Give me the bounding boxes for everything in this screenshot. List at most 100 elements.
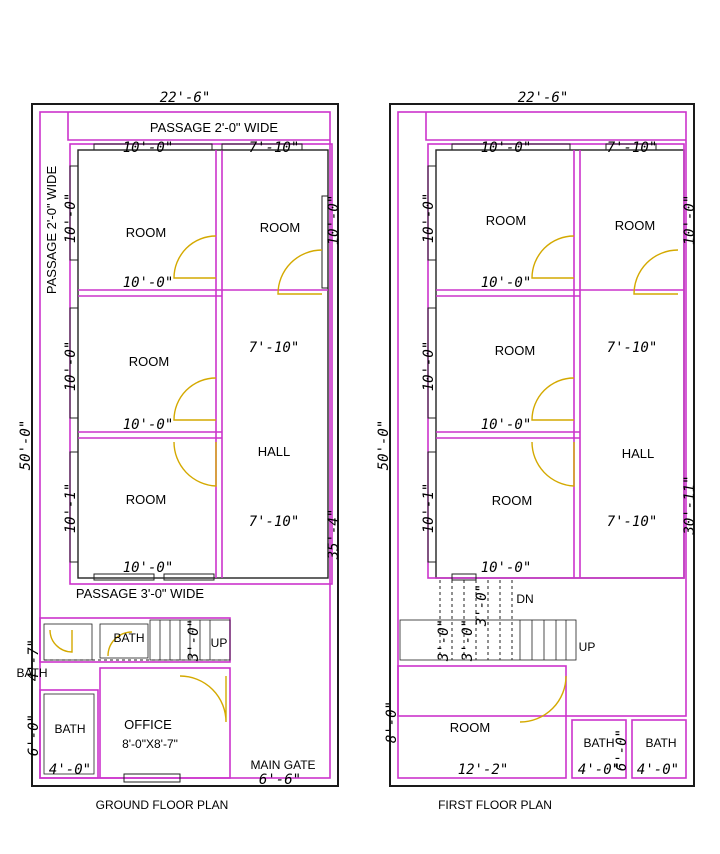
first-floor-title: FIRST FLOOR PLAN [438,798,552,812]
ground-door-room-2 [277,249,323,295]
ground-room-1: ROOM [126,225,166,240]
first-door-room-2 [633,249,679,295]
first-bath-2: BATH [645,736,676,750]
ground-door-room-4 [173,441,217,487]
ground-bath-2: BATH [16,666,47,680]
ground-window-right [321,195,329,289]
ground-passage-top: PASSAGE 2'-0" WIDE [150,120,279,135]
first-window-left-1 [427,165,437,261]
first-up: UP [579,640,596,654]
ground-dim-v4: 10'-0" [326,195,342,246]
ground-window-top-2 [221,143,303,151]
ground-dim-room3-bottom: 10'-0" [123,417,174,433]
first-dim-v4: 10'-0" [682,195,698,246]
ground-floor-plan: 22'-6" 50'-0" PASSAGE 2'-0" WIDE PASSAGE… [16,90,342,812]
first-door-room-3 [531,377,575,421]
ground-bath-3 [43,693,95,775]
ground-dim-v1: 10'-0" [63,193,79,244]
first-window-top-2 [605,143,657,151]
ground-door-room-1 [173,235,217,279]
ground-dim-room4-bottom: 10'-0" [123,560,174,576]
first-dim-hall-2: 7'-10" [607,514,658,530]
ground-room-2: ROOM [260,220,300,235]
ground-depth-dim: 50'-0" [18,420,34,471]
ground-dim-hall-1: 7'-10" [249,340,300,356]
ground-hall: HALL [258,444,291,459]
ground-door-room-3 [173,377,217,421]
first-room-block-wall [427,143,685,579]
ground-bath-3-wall [39,689,99,779]
first-dim-8: 8'-0" [384,701,400,743]
ground-dim-6: 6'-0" [26,714,42,756]
first-room-5: ROOM [450,720,490,735]
first-dim-room4-bottom: 10'-0" [481,560,532,576]
ground-up: UP [211,636,228,650]
first-top-passage-wall [425,112,686,141]
ground-bath-1: BATH [113,631,144,645]
ground-main-gate: MAIN GATE [250,758,315,772]
ground-dim-35: 35'-4" [326,509,342,561]
ground-office-wall [99,667,231,779]
first-door-room-4 [531,441,575,487]
first-bath-2-wall [631,719,687,779]
ground-door-office [179,675,227,723]
first-dim-hall-1: 7'-10" [607,340,658,356]
first-room-2: ROOM [615,218,655,233]
first-room-3: ROOM [495,343,535,358]
ground-door-bath-1 [49,629,73,653]
ground-outer-wall [31,103,339,787]
ground-dim-hall-2: 7'-10" [249,514,300,530]
ground-dim-room1-bottom: 10'-0" [123,275,174,291]
first-dim-12: 12'-2" [458,762,509,778]
ground-width-dim: 22'-6" [160,90,211,106]
first-dim-room3-bottom: 10'-0" [481,417,532,433]
ground-top-passage-wall [67,112,330,141]
ground-bath-2-box [99,623,149,659]
first-dim-room1-bottom: 10'-0" [481,275,532,291]
first-door-lower-room [519,675,567,723]
first-door-room-1 [531,235,575,279]
first-window-left-3 [427,451,437,563]
first-dn: DN [516,592,533,606]
ground-window-left-2 [69,307,79,419]
first-dim-v1: 10'-0" [421,193,437,244]
ground-passage-bottom: PASSAGE 3'-0" WIDE [76,586,205,601]
ground-dim-4b: 4'-0" [49,762,91,778]
first-bath-1: BATH [583,736,614,750]
ground-office-window [123,773,181,783]
ground-window-bottom-1 [93,573,155,581]
ground-room-3: ROOM [129,354,169,369]
first-dim-3c: 3'-0" [460,619,476,662]
first-dim-top-room2: 7'-10" [607,140,658,156]
first-staircase [399,580,577,661]
first-dim-30: 30'-11" [682,475,698,535]
ground-dim-4a: 4'-7" [26,639,42,681]
ground-dim-66: 6'-6" [259,772,301,788]
ground-window-bottom-2 [163,573,215,581]
first-dim-v3: 10'-1" [421,483,437,534]
ground-bath-3: BATH [54,722,85,736]
ground-door-bath-2 [107,631,133,657]
ground-floor-title: GROUND FLOOR PLAN [96,798,229,812]
first-window-left-2 [427,307,437,419]
first-room-1: ROOM [486,213,526,228]
first-dim-6: 6'-0" [614,729,630,771]
ground-staircase [149,619,231,661]
first-outer-wall [389,103,695,787]
ground-office: OFFICE [124,717,172,732]
first-floor-plan: 22'-6" 50'-0" ROOM ROOM ROOM ROOM ROOM H… [376,90,698,812]
ground-room-4: ROOM [126,492,166,507]
first-window-bottom [451,573,477,581]
first-dim-top-room1: 10'-0" [481,140,532,156]
first-dim-3b: 3'-0" [436,619,452,662]
ground-window-left-3 [69,451,79,563]
ground-window-top-1 [93,143,213,151]
ground-passage-side: PASSAGE 2'-0" WIDE [44,166,59,295]
ground-dim-top-room2: 7'-10" [249,140,300,156]
ground-dim-v3: 10'-1" [63,483,79,534]
ground-dim-top-room1: 10'-0" [123,140,174,156]
first-dim-3a: 3'-0" [474,584,490,627]
first-dim-4b: 4'-0" [637,762,679,778]
ground-dim-3: 3'-0" [186,619,202,662]
